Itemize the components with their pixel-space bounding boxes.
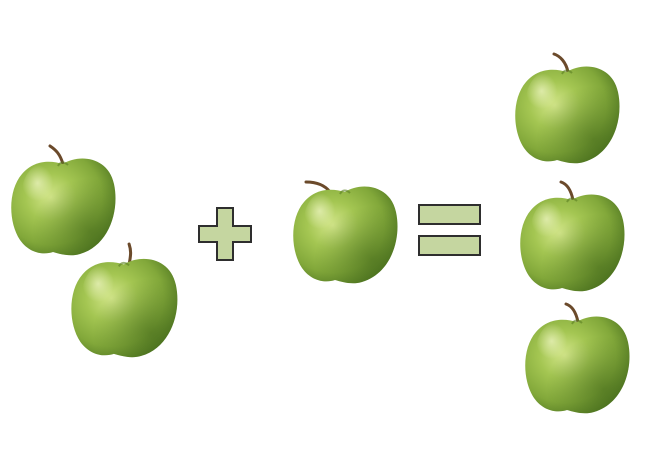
apple-icon [512, 48, 622, 166]
apple-icon [290, 168, 400, 286]
apple-icon [68, 240, 180, 360]
equals-icon [418, 204, 482, 258]
apple-icon [517, 176, 627, 294]
plus-icon [198, 207, 252, 261]
apple-icon [8, 140, 118, 258]
apple-icon [522, 298, 632, 416]
